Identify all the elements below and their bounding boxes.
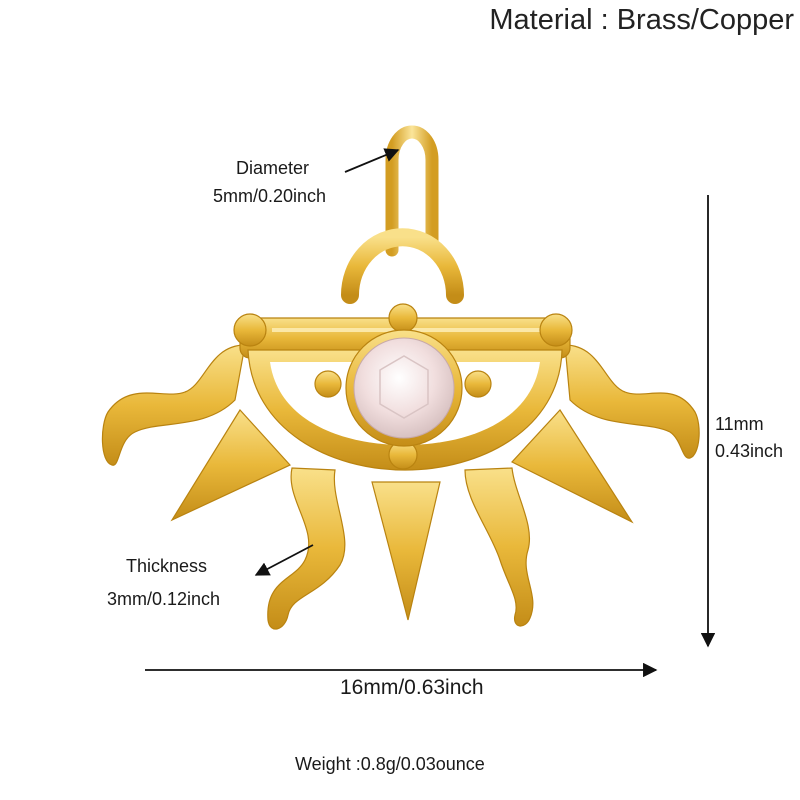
- weight-text: Weight :0.8g/0.03ounce: [295, 754, 485, 774]
- bail-loop: [341, 228, 464, 304]
- width-value: 16mm/0.63inch: [340, 676, 484, 699]
- height-mm: 11mm: [715, 414, 764, 434]
- thickness-value: 3mm/0.12inch: [107, 589, 221, 609]
- stone-setting: [314, 303, 492, 470]
- material-title: Material : Brass/Copper: [489, 4, 794, 36]
- thickness-arrow: [254, 544, 314, 576]
- height-inch: 0.43inch: [715, 441, 784, 461]
- sun-rays: [101, 344, 700, 630]
- diameter-value: 5mm/0.20inch: [213, 186, 327, 206]
- dimension-arrows: [145, 148, 716, 678]
- diameter-arrow: [344, 148, 400, 173]
- diameter-label: Diameter: [236, 158, 310, 178]
- thickness-label: Thickness: [126, 556, 208, 576]
